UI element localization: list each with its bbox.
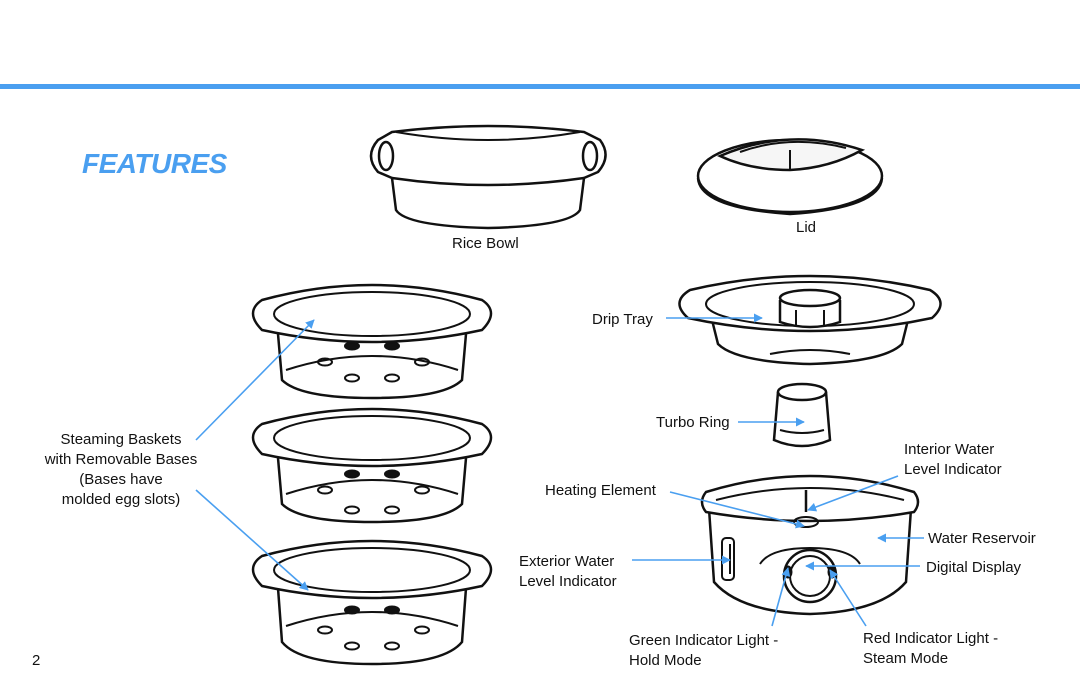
lid-illustration	[696, 138, 884, 216]
interior-water-label: Interior Water Level Indicator	[904, 440, 1002, 480]
lid-label: Lid	[796, 219, 817, 236]
rice-bowl-illustration	[369, 124, 607, 230]
turbo-ring-illustration	[772, 382, 832, 448]
arrow-steaming-baskets-bottom	[195, 489, 309, 591]
arrow-red-indicator	[829, 569, 867, 627]
steaming-basket-middle	[251, 407, 493, 524]
exterior-water-line-2: Level Indicator	[519, 573, 617, 590]
drip-tray-illustration	[678, 274, 942, 366]
green-indicator-label: Green Indicator Light - Hold Mode	[629, 631, 778, 671]
page-title: FEATURES	[82, 148, 227, 179]
green-indicator-line-1: Green Indicator Light -	[629, 632, 779, 649]
green-indicator-line-2: Hold Mode	[629, 652, 702, 669]
arrow-green-indicator	[771, 567, 791, 627]
steaming-baskets-line-1: Steaming Baskets	[60, 431, 182, 448]
steaming-baskets-label: Steaming Baskets with Removable Bases (B…	[36, 430, 206, 510]
steaming-baskets-line-3: (Bases have	[79, 471, 163, 488]
turbo-ring-label: Turbo Ring	[656, 414, 730, 431]
interior-water-line-1: Interior Water	[904, 441, 995, 458]
red-indicator-label: Red Indicator Light - Steam Mode	[863, 629, 998, 669]
exterior-water-line-1: Exterior Water	[519, 553, 615, 570]
callout-arrows	[195, 313, 924, 627]
red-indicator-line-2: Steam Mode	[863, 650, 949, 667]
interior-water-line-2: Level Indicator	[904, 461, 1002, 478]
arrow-interior-water	[807, 475, 899, 512]
red-indicator-line-1: Red Indicator Light -	[863, 630, 999, 647]
exterior-water-label: Exterior Water Level Indicator	[519, 552, 617, 592]
arrow-heating-element	[669, 491, 805, 529]
page-number: 2	[32, 652, 41, 669]
steaming-baskets-line-2: with Removable Bases	[44, 451, 198, 468]
arrow-steaming-baskets-top	[195, 319, 315, 441]
steaming-baskets-line-4: molded egg slots)	[61, 491, 181, 508]
base-illustration	[700, 474, 920, 616]
heating-element-label: Heating Element	[545, 482, 656, 499]
steaming-basket-top	[251, 283, 493, 400]
water-reservoir-label: Water Reservoir	[928, 530, 1036, 547]
header-rule	[0, 84, 1080, 89]
steaming-basket-bottom	[251, 539, 493, 666]
digital-display-label: Digital Display	[926, 559, 1022, 576]
drip-tray-label: Drip Tray	[592, 311, 653, 328]
rice-bowl-label: Rice Bowl	[452, 235, 519, 252]
